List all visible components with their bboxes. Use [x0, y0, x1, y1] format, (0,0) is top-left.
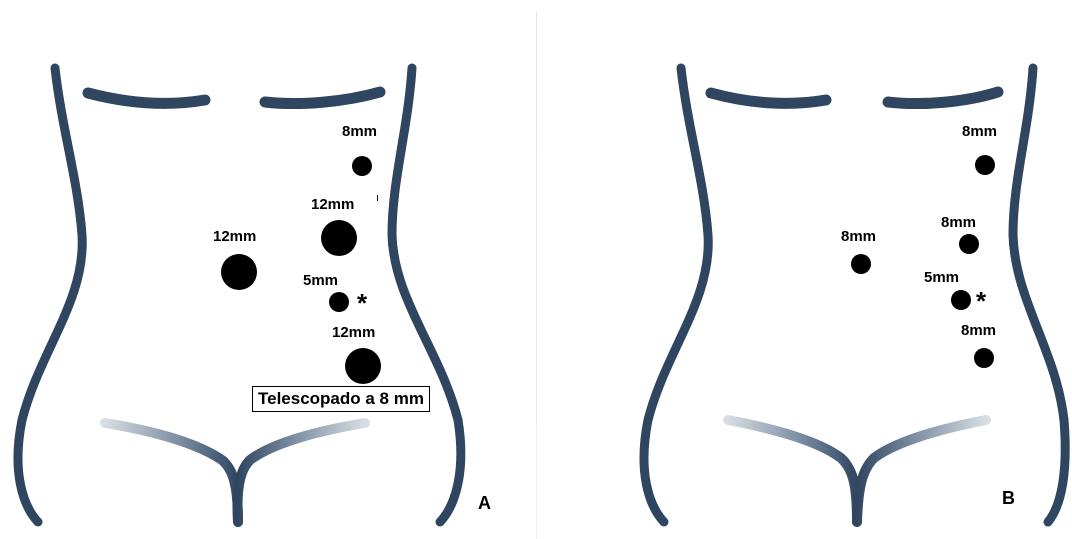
port-label: 12mm	[213, 229, 256, 244]
left-flank-line	[644, 68, 708, 522]
torso-outline-a	[0, 0, 536, 539]
port-dot	[321, 220, 357, 256]
asterisk-marker: *	[357, 290, 367, 316]
panel-letter: B	[1002, 489, 1015, 507]
left-rib-arc	[88, 93, 205, 103]
panel-a: 8mm 12mm 12mm 5mm * 12mm Telescopado a 8…	[0, 0, 536, 539]
port-label: 8mm	[962, 124, 997, 139]
telescoped-callout: Telescopado a 8 mm	[252, 386, 430, 412]
left-groin-line	[728, 420, 857, 522]
left-rib-arc	[711, 93, 826, 103]
port-label: 5mm	[924, 270, 959, 285]
port-dot	[221, 254, 257, 290]
port-label: 5mm	[303, 273, 338, 288]
right-groin-line	[857, 420, 986, 522]
torso-outline-b	[536, 0, 1072, 539]
port-dot	[329, 292, 349, 312]
port-label: 12mm	[332, 325, 375, 340]
left-groin-line	[105, 423, 238, 522]
port-label: 8mm	[841, 229, 876, 244]
port-label: 8mm	[342, 124, 377, 139]
port-label: 8mm	[941, 215, 976, 230]
right-rib-arc	[265, 92, 380, 104]
asterisk-marker: *	[976, 288, 986, 314]
port-dot	[352, 156, 372, 176]
port-dot	[345, 348, 381, 384]
stray-mark	[377, 195, 378, 201]
port-dot	[851, 254, 871, 274]
right-rib-arc	[888, 92, 998, 104]
port-dot	[951, 290, 971, 310]
port-dot	[975, 155, 995, 175]
panel-b: 8mm 8mm 8mm 5mm * 8mm B	[536, 0, 1072, 539]
left-flank-line	[18, 68, 82, 522]
right-flank-line	[392, 68, 461, 522]
right-groin-line	[238, 423, 366, 522]
port-label: 8mm	[961, 323, 996, 338]
port-dot	[959, 234, 979, 254]
panel-letter: A	[478, 494, 491, 512]
port-label: 12mm	[311, 197, 354, 212]
port-dot	[974, 348, 994, 368]
right-flank-line	[1013, 68, 1065, 522]
